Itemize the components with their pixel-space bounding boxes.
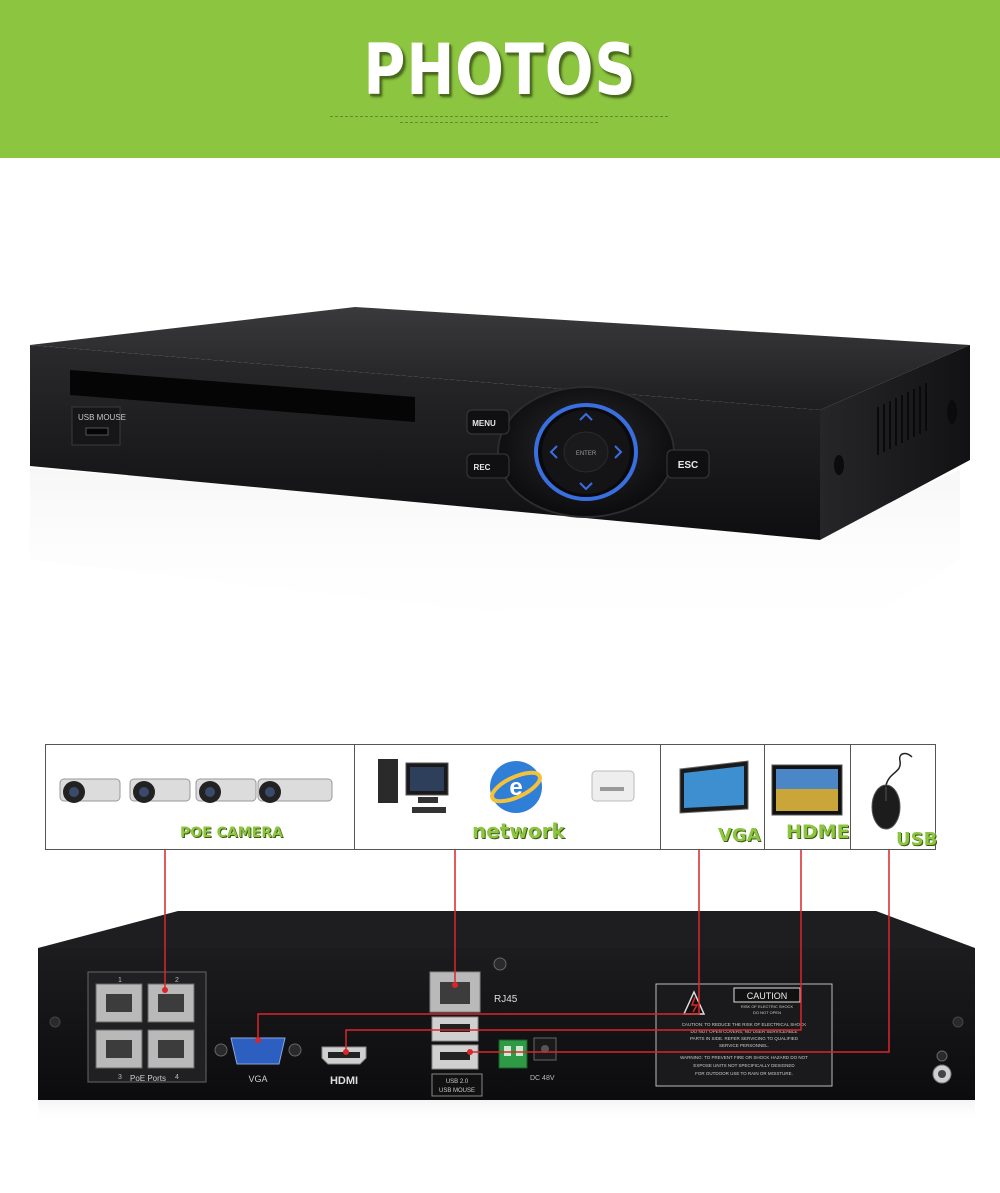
caution-open: DO NOT OPEN (753, 1010, 781, 1015)
usb-label: USB (896, 829, 938, 850)
rec-button[interactable]: REC (466, 453, 510, 479)
right-arrow-icon (614, 445, 623, 459)
internet-globe-icon: e (490, 761, 542, 813)
control-pad: ENTER (497, 386, 675, 518)
usb-version-label: USB 2.0 (446, 1079, 469, 1085)
up-arrow-icon (579, 412, 593, 421)
banner-divider (330, 116, 670, 117)
hdmi-connection-line (345, 843, 802, 1052)
vga-monitor-image (679, 760, 749, 814)
vga-label: VGA (718, 825, 761, 846)
header-banner: PHOTOS (0, 0, 1000, 158)
svg-text:MENU: MENU (472, 419, 496, 428)
power-label: DC 48V (530, 1075, 555, 1082)
nvr-top (30, 307, 970, 410)
poe-ports-block: 1 2 3 4 PoE Ports (87, 971, 207, 1083)
poe-ports-label: PoE Ports (130, 1074, 166, 1083)
port-number: 4 (175, 1074, 179, 1081)
camera-icon (257, 778, 333, 803)
svg-text:REC: REC (474, 463, 491, 472)
mouse-cable-icon (885, 752, 913, 786)
poe-cameras-image (59, 778, 333, 803)
network-cell: e network (354, 745, 661, 849)
side-screw (947, 400, 957, 424)
port-number: 1 (118, 977, 122, 984)
ground-screw (932, 1050, 952, 1084)
network-label: network (472, 819, 565, 843)
hdmi-port-label: HDMI (330, 1075, 358, 1087)
vga-cell: VGA (660, 745, 765, 849)
usb-mouse-port: USB MOUSE (71, 406, 126, 446)
rear-screw (49, 1016, 61, 1028)
banner-divider-short (400, 122, 600, 123)
vga-connection-line (257, 843, 700, 1040)
caution-label: CAUTION RISK OF ELECTRIC SHOCK DO NOT OP… (655, 983, 833, 1087)
side-vents (877, 383, 927, 455)
caution-title: CAUTION (747, 991, 788, 1001)
usb-ports: USB 2.0 USB MOUSE (431, 1016, 483, 1097)
port-number: 2 (175, 977, 179, 984)
svg-text:e: e (509, 774, 522, 801)
network-image: e (378, 759, 635, 813)
vga-port-label: VGA (248, 1074, 267, 1084)
warning-text: FOR OUTDOOR USE TO RAIN OR MOISTURE. (695, 1071, 793, 1076)
power-terminal: DC 48V (498, 1037, 557, 1082)
svg-text:ESC: ESC (678, 460, 699, 471)
computer-icon (378, 759, 449, 813)
router-icon (591, 770, 635, 802)
camera-icon (129, 778, 191, 803)
poe-camera-cell: POE CAMERA (46, 745, 355, 849)
vga-port: VGA (214, 1037, 302, 1084)
down-arrow-icon (579, 482, 593, 491)
front-slot (70, 370, 415, 422)
esc-button[interactable]: ESC (666, 449, 710, 479)
hdmi-tv-image (771, 764, 843, 816)
caution-text: DO NOT OPEN COVERS, NO USER SERVICEABLE (690, 1029, 797, 1034)
front-reflection (30, 468, 960, 650)
hdmi-label: HDME (786, 821, 850, 843)
menu-button[interactable]: MENU (466, 409, 510, 435)
camera-icon (59, 778, 121, 803)
mouse-icon (871, 784, 901, 830)
connection-lines (164, 843, 890, 1053)
hdmi-port: HDMI (321, 1046, 367, 1087)
enter-label: ENTER (576, 451, 597, 457)
usb-mouse-image (871, 752, 913, 830)
left-arrow-icon (549, 445, 558, 459)
rear-top (38, 911, 975, 948)
hdmi-cell: HDME (764, 745, 851, 849)
connection-strip: POE CAMERA e network (45, 744, 938, 850)
caution-text: CAUTION: TO REDUCE THE RISK OF ELECTRICA… (682, 1022, 807, 1027)
warning-text: WARNING: TO PREVENT FIRE OR SHOCK HAZARD… (680, 1055, 808, 1060)
usb-mouse-label: USB MOUSE (78, 413, 126, 422)
banner-title: PHOTOS (363, 29, 637, 111)
side-screw (834, 455, 844, 475)
rear-reflection (38, 1100, 975, 1122)
usb-mouse-rear-label: USB MOUSE (439, 1088, 475, 1094)
caution-risk: RISK OF ELECTRIC SHOCK (741, 1004, 794, 1009)
usb-connection-line (470, 843, 890, 1053)
caution-text: PARTS IN SIDE. REFER SERVICING TO QUALIF… (690, 1036, 799, 1041)
usb-cell: USB (850, 745, 938, 850)
port-number: 3 (118, 1074, 122, 1081)
rear-screw (952, 1016, 964, 1028)
poe-camera-label: POE CAMERA (180, 825, 283, 841)
rj45-label: RJ45 (494, 994, 518, 1005)
warning-text: EXPOSE UNITS NOT SPECIFICALLY DESIGNED (693, 1063, 795, 1068)
camera-icon (195, 778, 257, 803)
caution-text: SERVICE PERSONNEL. (719, 1043, 769, 1048)
